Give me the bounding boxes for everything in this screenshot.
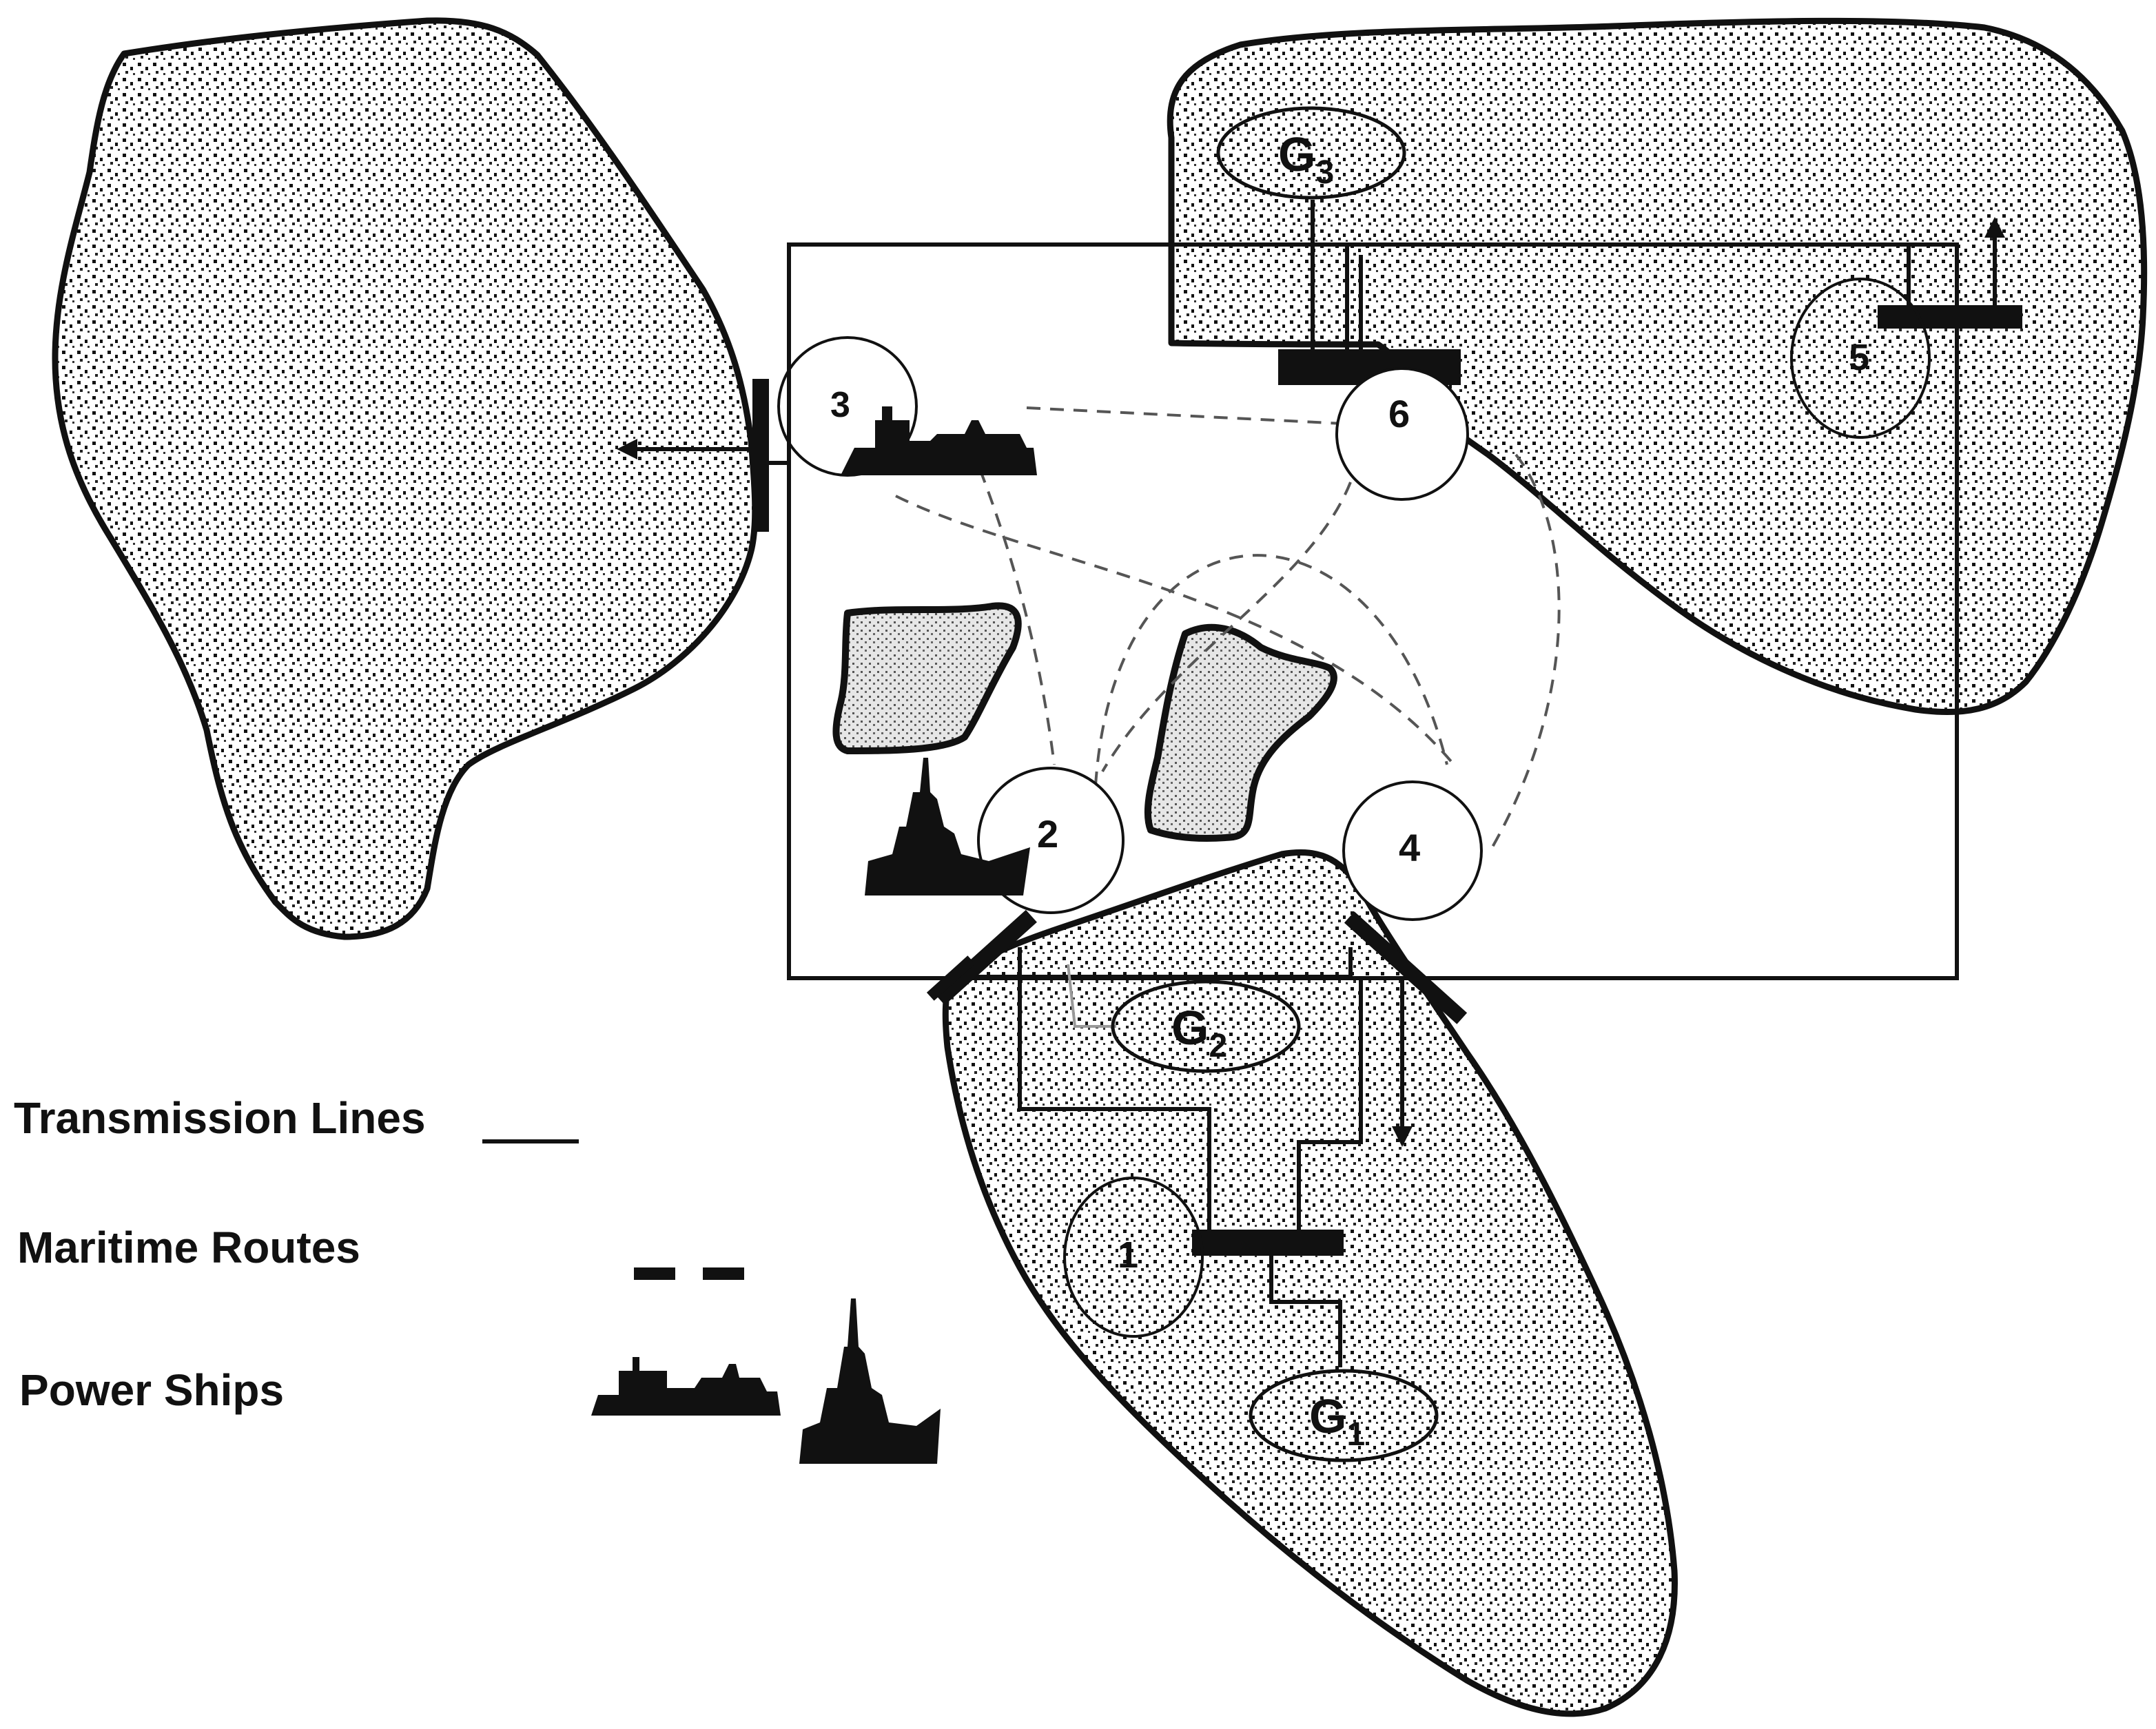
route-2-4 (1094, 554, 1448, 786)
line-south-a (951, 947, 1353, 979)
generator-g1: G1 (1249, 1369, 1439, 1462)
svg-text:2: 2 (1037, 812, 1058, 856)
svg-text:1: 1 (1118, 1234, 1138, 1276)
legend-ship-tower-icon (799, 1298, 941, 1464)
svg-text:6: 6 (1388, 392, 1410, 435)
svg-text:G3: G3 (1278, 127, 1334, 191)
line-south-b (1018, 947, 1211, 1240)
legend-transmission-label: Transmission Lines (14, 1093, 426, 1143)
svg-text:3: 3 (830, 385, 850, 425)
route-6-2 (1101, 482, 1352, 773)
svg-text:5: 5 (1849, 337, 1869, 378)
node-4: 4 (1342, 780, 1483, 921)
line-bus6-bus5-a (1345, 242, 1911, 355)
landmass-west (52, 17, 759, 940)
route-6-4 (1487, 453, 1561, 856)
power-ship-tower-icon (865, 758, 1030, 895)
node-5: 5 (1790, 278, 1931, 439)
route-3-4 (895, 495, 1455, 766)
bus-bar-2b (926, 955, 976, 1001)
svg-text:G1: G1 (1309, 1389, 1365, 1453)
line-gray-south (1067, 964, 1116, 1028)
legend-maritime-dash (634, 1267, 744, 1280)
bus-bar-3 (752, 379, 769, 532)
generator-g3: G3 (1216, 106, 1406, 200)
bus-bar-1 (1192, 1230, 1344, 1256)
legend-ship-barge-icon (591, 1357, 781, 1416)
bus-bar-4 (1344, 911, 1468, 1024)
line-south-d (1269, 1245, 1342, 1367)
node-1: 1 (1063, 1177, 1204, 1338)
line-south-c (1297, 977, 1363, 1240)
svg-text:4: 4 (1399, 826, 1420, 869)
svg-text:G2: G2 (1171, 1001, 1227, 1064)
legend-maritime-label: Maritime Routes (17, 1223, 360, 1272)
power-ship-barge-icon (841, 406, 1037, 475)
route-3-6 (1026, 406, 1344, 425)
bus-bar-5 (1878, 305, 2022, 329)
bus-bar-2 (934, 909, 1037, 1006)
landmass-south (942, 849, 1678, 1717)
route-3-2 (970, 447, 1056, 765)
islet-west (832, 602, 1022, 754)
generator-g2: G2 (1111, 980, 1301, 1073)
islet-center (1144, 623, 1337, 842)
node-6: 6 (1335, 367, 1469, 501)
legend-ships-label: Power Ships (19, 1365, 284, 1415)
